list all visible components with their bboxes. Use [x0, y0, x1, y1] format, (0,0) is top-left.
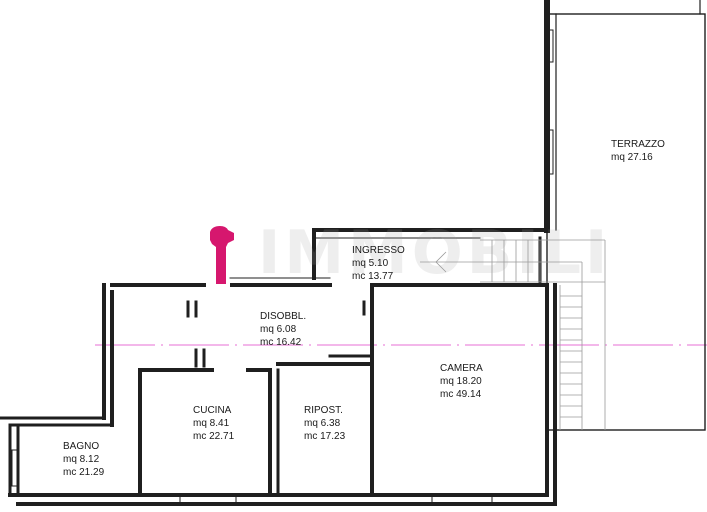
room-volume: mc 22.71: [193, 431, 235, 442]
room-volume: mc 16.42: [260, 337, 302, 348]
room-name: INGRESSO: [352, 245, 405, 256]
room-bagno: BAGNO mq 8.12 mc 21.29: [63, 440, 104, 479]
room-area: mq 27.16: [611, 152, 653, 163]
room-volume: mc 21.29: [63, 467, 105, 478]
room-volume: mc 17.23: [304, 431, 346, 442]
room-cucina: CUCINA mq 8.41 mc 22.71: [193, 404, 234, 443]
room-ingresso: INGRESSO mq 5.10 mc 13.77: [352, 244, 405, 283]
room-name: DISOBBL.: [260, 311, 307, 322]
room-name: BAGNO: [63, 441, 100, 452]
watermark: IMMOBILI: [258, 218, 612, 288]
room-disobbl: DISOBBL. mq 6.08 mc 16.42: [260, 310, 306, 349]
room-area: mq 6.08: [260, 324, 297, 335]
room-area: mq 8.41: [193, 418, 230, 429]
room-name: CUCINA: [193, 405, 232, 416]
room-name: TERRAZZO: [611, 139, 665, 150]
room-volume: mc 49.14: [440, 389, 482, 400]
room-area: mq 5.10: [352, 258, 389, 269]
room-camera: CAMERA mq 18.20 mc 49.14: [440, 362, 483, 401]
room-area: mq 18.20: [440, 376, 482, 387]
room-ripost: RIPOST. mq 6.38 mc 17.23: [304, 404, 345, 443]
room-name: CAMERA: [440, 363, 483, 374]
room-name: RIPOST.: [304, 405, 343, 416]
room-area: mq 8.12: [63, 454, 100, 465]
location-pin-icon: [210, 226, 234, 284]
room-area: mq 6.38: [304, 418, 341, 429]
room-volume: mc 13.77: [352, 271, 394, 282]
room-terrazzo: TERRAZZO mq 27.16: [611, 138, 665, 164]
stair-treads: [491, 240, 582, 418]
